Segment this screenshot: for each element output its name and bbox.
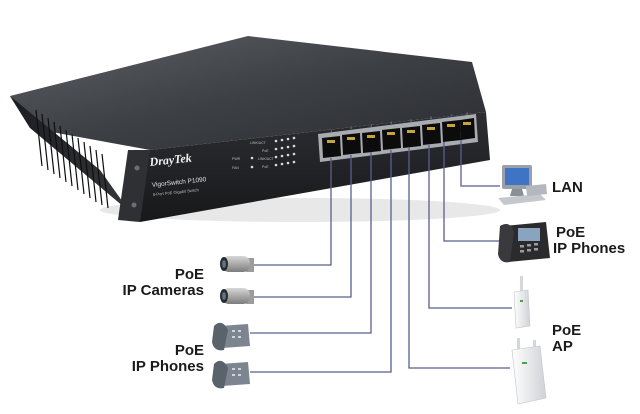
- cable-lan: [460, 140, 500, 187]
- rack-ear-screw: [134, 165, 140, 171]
- cable-ap-2: [408, 147, 510, 369]
- model-subtitle: 8-Port PoE Gigabit Switch: [153, 187, 200, 197]
- label-line: PoE: [552, 322, 582, 339]
- label-line: PoE: [174, 266, 204, 283]
- status-led-grid: [250, 136, 296, 169]
- access-point-icon: [513, 276, 531, 329]
- led-label: LINK/ACT: [258, 157, 275, 161]
- cable-phone-left-1: [250, 152, 372, 334]
- ip-camera-icon: [220, 256, 254, 272]
- rack-ear-screw: [131, 202, 137, 208]
- rack-ear: [118, 150, 150, 222]
- port-number: 4: [390, 120, 393, 125]
- cables: [246, 140, 512, 373]
- label-line: PoE: [174, 342, 204, 359]
- ip-camera-icon: [220, 288, 254, 304]
- led-panel: LINK/ACT PoE LINK/ACT PoE PWR FAN: [232, 136, 296, 170]
- ip-phone-icon: [212, 322, 250, 351]
- port-number: 8: [466, 111, 469, 116]
- port-number: 6: [430, 115, 433, 120]
- rj45-port[interactable]: [442, 120, 461, 142]
- rj45-port[interactable]: [342, 133, 361, 155]
- port-number: 7: [450, 113, 453, 118]
- poe-ip-phones-left-label: PoE IP Phones: [132, 343, 204, 375]
- port-number: 5: [410, 118, 413, 123]
- lan-label: LAN: [552, 180, 583, 196]
- rj45-port[interactable]: [322, 136, 341, 158]
- port-numbers: 1 2 3 4 5 6 7 8: [330, 111, 469, 133]
- label-line: IP Cameras: [122, 282, 204, 299]
- port-number: 3: [370, 123, 373, 128]
- label-line: AP: [552, 338, 573, 355]
- port-block: 1 2 3 4 5 6 7 8: [318, 111, 478, 162]
- cable-camera-2: [246, 155, 352, 298]
- poe-ip-phones-right-label: PoE IP Phones: [553, 224, 626, 257]
- led-label: PWR: [232, 157, 241, 161]
- cable-phone-right: [443, 142, 502, 242]
- poe-ip-cameras-label: PoE IP Cameras: [123, 267, 204, 299]
- side-vents: [35, 109, 109, 209]
- cable-phone-left-2: [250, 150, 392, 373]
- switch-top-face: [10, 36, 486, 150]
- rj45-port[interactable]: [362, 131, 381, 153]
- rj45-port[interactable]: [382, 128, 401, 150]
- cable-camera-1: [246, 158, 332, 266]
- poe-ap-label: PoE AP: [552, 323, 581, 355]
- led-label: LINK/ACT: [250, 141, 267, 145]
- ip-phone-icon: [498, 222, 550, 263]
- label-line: IP Phones: [131, 358, 204, 375]
- ip-phone-icon: [212, 360, 250, 389]
- led-label: FAN: [232, 166, 239, 170]
- label-line: PoE: [556, 224, 586, 241]
- port-number: 2: [350, 125, 353, 130]
- brand-logo: DrayTek: [148, 151, 192, 169]
- cable-ap-1: [428, 145, 512, 309]
- port-number: 1: [330, 128, 333, 133]
- led-label: PoE: [262, 165, 269, 169]
- poe-switch: DrayTek VigorSwitch P1090 8-Port PoE Gig…: [10, 36, 500, 222]
- label-line: IP Phones: [553, 240, 626, 257]
- led-label: PoE: [262, 149, 269, 153]
- rj45-port[interactable]: [422, 123, 441, 145]
- access-point-icon: [511, 338, 547, 405]
- rj45-port[interactable]: [460, 118, 475, 140]
- desktop-computer-icon: [498, 165, 547, 205]
- lan-label-text: LAN: [552, 179, 583, 196]
- rj45-port[interactable]: [402, 126, 421, 148]
